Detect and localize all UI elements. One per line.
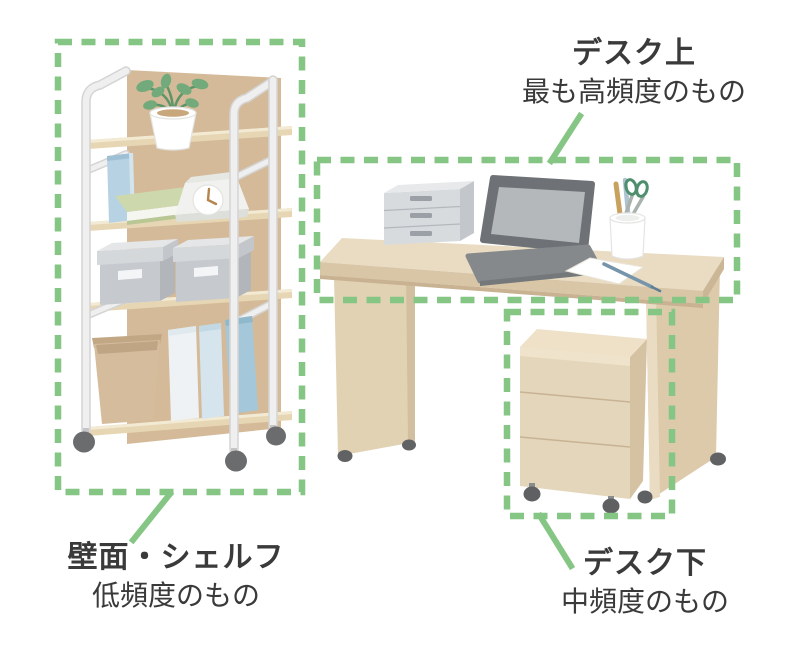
shelf-casters — [73, 425, 286, 472]
zone-connectors — [128, 111, 585, 571]
label-desk-under: デスク下 中頻度のもの — [495, 546, 795, 619]
connector-desk-under — [535, 511, 576, 571]
plant-pot — [149, 112, 197, 151]
label-desk-top: デスク上 最も高頻度のもの — [484, 36, 784, 109]
connector-desk-top — [546, 111, 585, 166]
file-boxes — [168, 316, 258, 421]
desk-panel-foot — [710, 452, 726, 466]
label-desk-under-title: デスク下 — [583, 547, 707, 580]
potted-plant — [136, 73, 209, 151]
label-wall-shelf-subtitle: 低頻度のもの — [91, 580, 260, 611]
zone-desk-under-outline — [503, 308, 676, 520]
connector-shelf — [128, 489, 175, 545]
rolling-drawer-cabinet — [519, 329, 653, 514]
pen-cup — [609, 177, 649, 260]
drawer-organizer — [383, 181, 474, 245]
zone-shelf-outline — [54, 38, 306, 496]
pen — [602, 262, 654, 289]
pencil — [613, 181, 623, 217]
paper — [564, 257, 645, 285]
label-wall-shelf: 壁面・シェルフ 低頻度のもの — [26, 540, 326, 613]
label-wall-shelf-title: 壁面・シェルフ — [67, 541, 285, 574]
desk-left-leg — [334, 270, 415, 456]
paper-and-pen — [564, 257, 662, 293]
label-desk-under-subtitle: 中頻度のもの — [560, 586, 729, 617]
zone-outlines — [54, 38, 741, 520]
shelf-unit-illustration — [73, 66, 292, 472]
storage-box-right — [173, 236, 254, 302]
label-desk-top-subtitle: 最も高頻度のもの — [521, 76, 746, 107]
desk-right-panel — [646, 266, 720, 500]
storage-box-left — [97, 239, 178, 305]
fabric-basket — [92, 334, 162, 424]
desk-illustration — [320, 175, 726, 500]
shelf-frame-posts — [81, 66, 278, 455]
cabinet-casters — [523, 483, 653, 514]
label-desk-top-title: デスク上 — [572, 37, 696, 70]
